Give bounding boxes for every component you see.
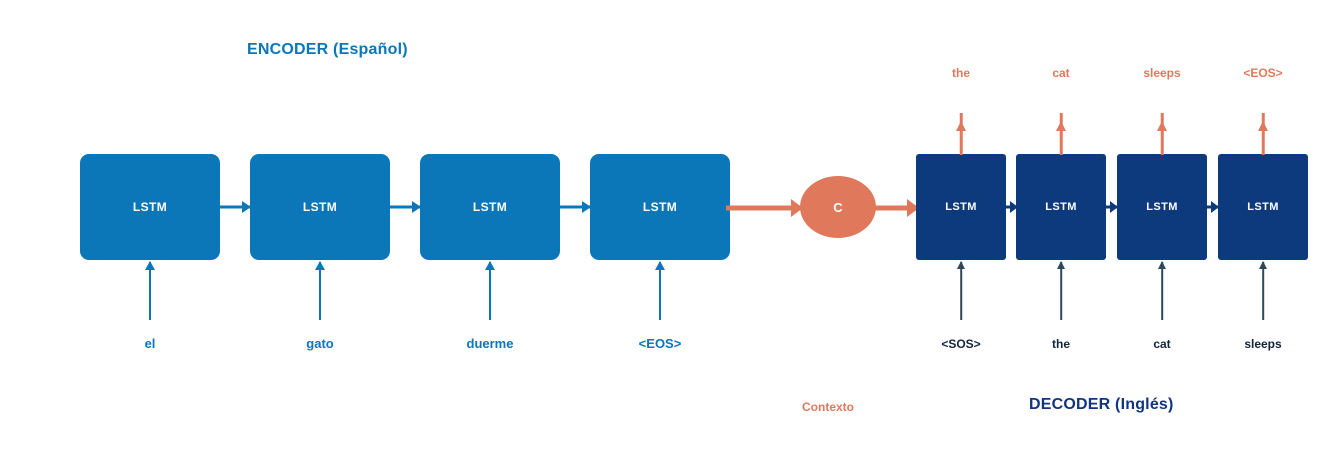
- encoder-to-context-arrow: [726, 199, 803, 217]
- cell-label: LSTM: [1045, 201, 1077, 213]
- context-vector-node: C: [800, 176, 876, 238]
- decoder-output-arrow-1: [955, 113, 967, 155]
- encoder-input-arrow-4: [654, 261, 666, 320]
- decoder-input-arrow-1: [955, 261, 967, 320]
- encoder-input-token-2: gato: [306, 336, 334, 351]
- decoder-input-arrow-3: [1156, 261, 1168, 320]
- encoder-recurrence-arrow-2-3: [390, 201, 421, 213]
- encoder-input-token-3: duerme: [466, 336, 514, 351]
- encoder-cell-2: LSTM: [250, 154, 390, 260]
- encoder-input-token-4: <EOS>: [638, 336, 682, 351]
- encoder-cell-4: LSTM: [590, 154, 730, 260]
- decoder-recurrence-arrow-3-4: [1207, 201, 1219, 213]
- decoder-input-token-4: sleeps: [1244, 337, 1282, 351]
- decoder-output-token-2: cat: [1052, 66, 1070, 80]
- context-to-decoder-arrow: [874, 199, 919, 217]
- context-node-label: C: [833, 199, 843, 215]
- decoder-recurrence-arrow-1-2: [1006, 201, 1018, 213]
- encoder-cell-1: LSTM: [80, 154, 220, 260]
- cell-label: LSTM: [302, 200, 338, 214]
- decoder-input-arrow-2: [1055, 261, 1067, 320]
- decoder-cell-2: LSTM: [1016, 154, 1106, 260]
- decoder-input-token-3: cat: [1153, 337, 1171, 351]
- encoder-recurrence-arrow-1-2: [220, 201, 251, 213]
- cell-label: LSTM: [1247, 201, 1279, 213]
- decoder-title: DECODER (Inglés): [1029, 396, 1174, 413]
- cell-label: LSTM: [1146, 201, 1178, 213]
- decoder-input-token-2: the: [1052, 337, 1070, 351]
- decoder-output-token-3: sleeps: [1143, 66, 1181, 80]
- decoder-input-arrow-4: [1257, 261, 1269, 320]
- encoder-cell-3: LSTM: [420, 154, 560, 260]
- decoder-input-token-1: <SOS>: [941, 337, 981, 351]
- cell-label: LSTM: [642, 200, 678, 214]
- encoder-recurrence-arrow-3-4: [560, 201, 591, 213]
- decoder-output-arrow-3: [1156, 113, 1168, 155]
- cell-label: LSTM: [472, 200, 508, 214]
- decoder-output-arrow-4: [1257, 113, 1269, 155]
- context-label: Contexto: [802, 400, 854, 414]
- encoder-input-arrow-2: [314, 261, 326, 320]
- cell-label: LSTM: [945, 201, 977, 213]
- cell-label: LSTM: [132, 200, 168, 214]
- decoder-recurrence-arrow-2-3: [1106, 201, 1118, 213]
- decoder-cell-4: LSTM: [1218, 154, 1308, 260]
- decoder-output-arrow-2: [1055, 113, 1067, 155]
- encoder-input-token-1: el: [144, 336, 156, 351]
- encoder-input-arrow-3: [484, 261, 496, 320]
- decoder-cell-1: LSTM: [916, 154, 1006, 260]
- encoder-input-arrow-1: [144, 261, 156, 320]
- encoder-title: ENCODER (Español): [247, 41, 408, 58]
- decoder-output-token-4: <EOS>: [1243, 66, 1283, 80]
- decoder-output-token-1: the: [952, 66, 970, 80]
- decoder-cell-3: LSTM: [1117, 154, 1207, 260]
